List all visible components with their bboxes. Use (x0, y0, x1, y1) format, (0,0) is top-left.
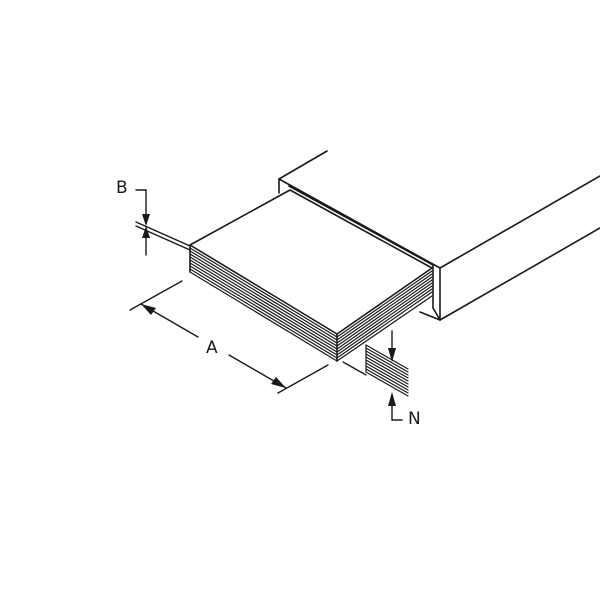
stack-layers-right (336, 270, 433, 362)
label-A: A (206, 338, 218, 358)
dimension-N (388, 330, 403, 421)
sleeve-tube (278, 150, 600, 321)
label-N: N (408, 409, 421, 429)
stack-layers-front (189, 247, 338, 362)
dimension-B (135, 189, 191, 256)
layer-detail-strip (365, 344, 409, 397)
laminate-stack (189, 189, 433, 362)
dimension-A (129, 280, 329, 394)
label-B: B (116, 178, 128, 198)
